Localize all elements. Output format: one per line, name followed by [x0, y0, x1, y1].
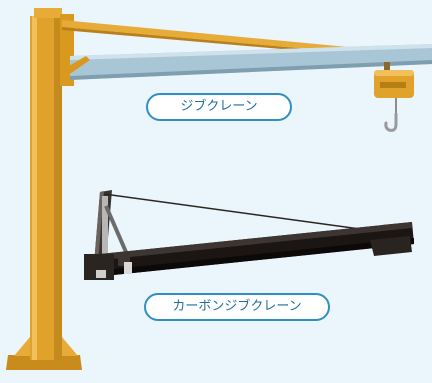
hook	[384, 112, 398, 132]
crane-column-shadow	[54, 16, 62, 360]
crane-column-highlight	[32, 16, 37, 360]
carbon-tension-rod	[103, 193, 383, 233]
jib-crane	[6, 8, 432, 370]
crane-column-cap	[34, 8, 62, 18]
hoist	[374, 62, 414, 132]
carbon-jib-crane	[84, 190, 414, 280]
carbon-jib-crane-label: カーボンジブクレーン	[144, 293, 330, 321]
jib-crane-label: ジブクレーン	[146, 93, 292, 121]
crane-base-plate	[6, 355, 82, 370]
